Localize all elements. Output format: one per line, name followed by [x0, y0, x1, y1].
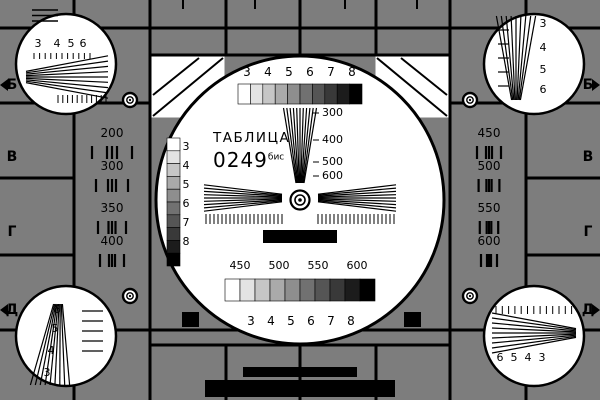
edge_letters-right-0: Б — [582, 77, 594, 93]
frequency-gratings-right — [475, 146, 503, 267]
card-number: 0249бис — [213, 148, 290, 172]
card-number-suffix: бис — [267, 152, 285, 163]
grayscale-wedge-bottom — [224, 278, 376, 302]
center_circle-top_grayscale_labels-0: 3 — [243, 65, 251, 79]
center_circle-top_grayscale_labels-5: 8 — [348, 65, 356, 79]
corner_circles-bottom_left-labels-0: 6 — [53, 303, 61, 316]
corner-circle-top-left — [14, 9, 118, 116]
grayscale-wedge-top — [237, 83, 363, 105]
center_circle-bottom_grayscale_labels-4: 7 — [327, 314, 335, 328]
corner_circles-top_left-labels-0: 3 — [34, 37, 42, 50]
center_circle-lower_frequency_labels-0: 450 — [229, 259, 251, 272]
center_circle-bottom_grayscale_labels-3: 6 — [307, 314, 315, 328]
center_circle-left_grayscale_labels-0: 3 — [182, 140, 190, 153]
center_circle-vertical_wedge_labels-0: 300 — [322, 106, 343, 119]
frequency_cells-left-3: 400 — [100, 234, 124, 248]
edge_letters-left-2: Г — [7, 224, 17, 240]
corner_circles-bottom_left-labels-2: 4 — [47, 344, 55, 357]
frequency_cells-left-0: 200 — [100, 126, 124, 140]
frequency_cells-left-2: 350 — [100, 201, 124, 215]
edge_letters-right-2: Г — [583, 224, 593, 240]
corner_circles-top_left-labels-1: 4 — [53, 37, 61, 50]
center_circle-left_grayscale_labels-1: 4 — [182, 159, 190, 172]
resolution-wedges-horizontal — [203, 184, 397, 224]
frequency_cells-right-1: 500 — [477, 159, 501, 173]
center-target — [289, 189, 311, 211]
center_circle-lower_frequency_labels-2: 550 — [307, 259, 329, 272]
card-number-value: 0249 — [213, 148, 268, 172]
definition-squares — [182, 312, 421, 327]
corner_circles-top_right-labels-3: 6 — [539, 83, 547, 96]
corner_circles-top_left-labels-3: 6 — [79, 37, 87, 50]
center_circle-bottom_grayscale_labels-5: 8 — [347, 314, 355, 328]
corner_circles-bottom_left-labels-1: 5 — [51, 322, 59, 335]
center_circle-top_grayscale_labels-1: 4 — [264, 65, 272, 79]
center_circle-vertical_wedge_labels-3: 600 — [322, 169, 343, 182]
left-edge-marker-row-b — [0, 79, 8, 91]
center_circle-bottom_grayscale_labels-0: 3 — [247, 314, 255, 328]
corner_circles-top_right-labels-1: 4 — [539, 41, 547, 54]
center_circle-bottom_grayscale_labels-1: 4 — [267, 314, 275, 328]
center_circle-lower_frequency_labels-3: 600 — [346, 259, 368, 272]
left-edge-marker-row-d — [0, 304, 8, 316]
center_circle-top_grayscale_labels-2: 5 — [285, 65, 293, 79]
center_circle-top_grayscale_labels-4: 7 — [327, 65, 335, 79]
corner_circles-bottom_right-labels-3: 3 — [538, 351, 546, 364]
corner_circles-bottom_right-labels-2: 4 — [524, 351, 532, 364]
center_circle-left_grayscale_labels-5: 8 — [182, 235, 190, 248]
center_circle-lower_frequency_labels-1: 500 — [268, 259, 290, 272]
corner-circle-bottom-right — [482, 284, 586, 388]
edge_letters-left-0: Б — [6, 77, 18, 93]
edge_letters-right-3: Д — [581, 302, 595, 318]
right-edge-marker-row-d — [592, 304, 600, 316]
corner-circle-bottom-left — [14, 284, 118, 388]
frequency_cells-right-2: 550 — [477, 201, 501, 215]
resolution-wedge-vertical — [282, 107, 319, 184]
card-title: ТАБЛИЦА — [213, 130, 291, 146]
grayscale-wedge-left — [166, 137, 181, 267]
center_circle-top_grayscale_labels-3: 6 — [306, 65, 314, 79]
corner_circles-top_right-labels-0: 3 — [539, 17, 547, 30]
corner_circles-top_left-labels-2: 5 — [67, 37, 75, 50]
edge_letters-left-3: Д — [5, 302, 19, 318]
bottom-black-bars — [205, 367, 395, 397]
card-title-block: ТАБЛИЦА 0249бис — [213, 130, 290, 172]
corner_circles-bottom_left-labels-3: 3 — [43, 366, 51, 379]
corner-circle-top-right — [482, 12, 586, 116]
center_circle-left_grayscale_labels-4: 7 — [182, 216, 190, 229]
reference-black-bar — [263, 230, 337, 243]
frequency_cells-right-3: 600 — [477, 234, 501, 248]
edge_letters-right-1: В — [582, 149, 594, 165]
center_circle-left_grayscale_labels-2: 5 — [182, 178, 190, 191]
corner_circles-bottom_right-labels-1: 5 — [510, 351, 518, 364]
registration-targets — [121, 91, 479, 305]
center_circle-vertical_wedge_labels-1: 400 — [322, 133, 343, 146]
center_circle-vertical_wedge_labels-2: 500 — [322, 155, 343, 168]
frequency_cells-right-0: 450 — [477, 126, 501, 140]
edge_letters-left-1: В — [6, 149, 18, 165]
frequency-gratings-left — [90, 146, 134, 267]
corner_circles-top_right-labels-2: 5 — [539, 63, 547, 76]
frequency_cells-left-1: 300 — [100, 159, 124, 173]
center_circle-left_grayscale_labels-3: 6 — [182, 197, 190, 210]
right-edge-marker-row-b — [592, 79, 600, 91]
top-edge-ticks — [182, 0, 418, 9]
center_circle-bottom_grayscale_labels-2: 5 — [287, 314, 295, 328]
corner_circles-bottom_right-labels-0: 6 — [496, 351, 504, 364]
